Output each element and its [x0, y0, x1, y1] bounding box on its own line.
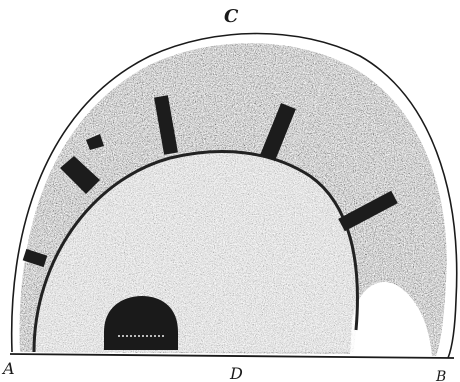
base-line	[10, 354, 454, 358]
label-b: B	[435, 369, 446, 382]
label-d: D	[229, 364, 243, 382]
label-c: C	[224, 6, 239, 27]
label-a: A	[1, 359, 15, 378]
